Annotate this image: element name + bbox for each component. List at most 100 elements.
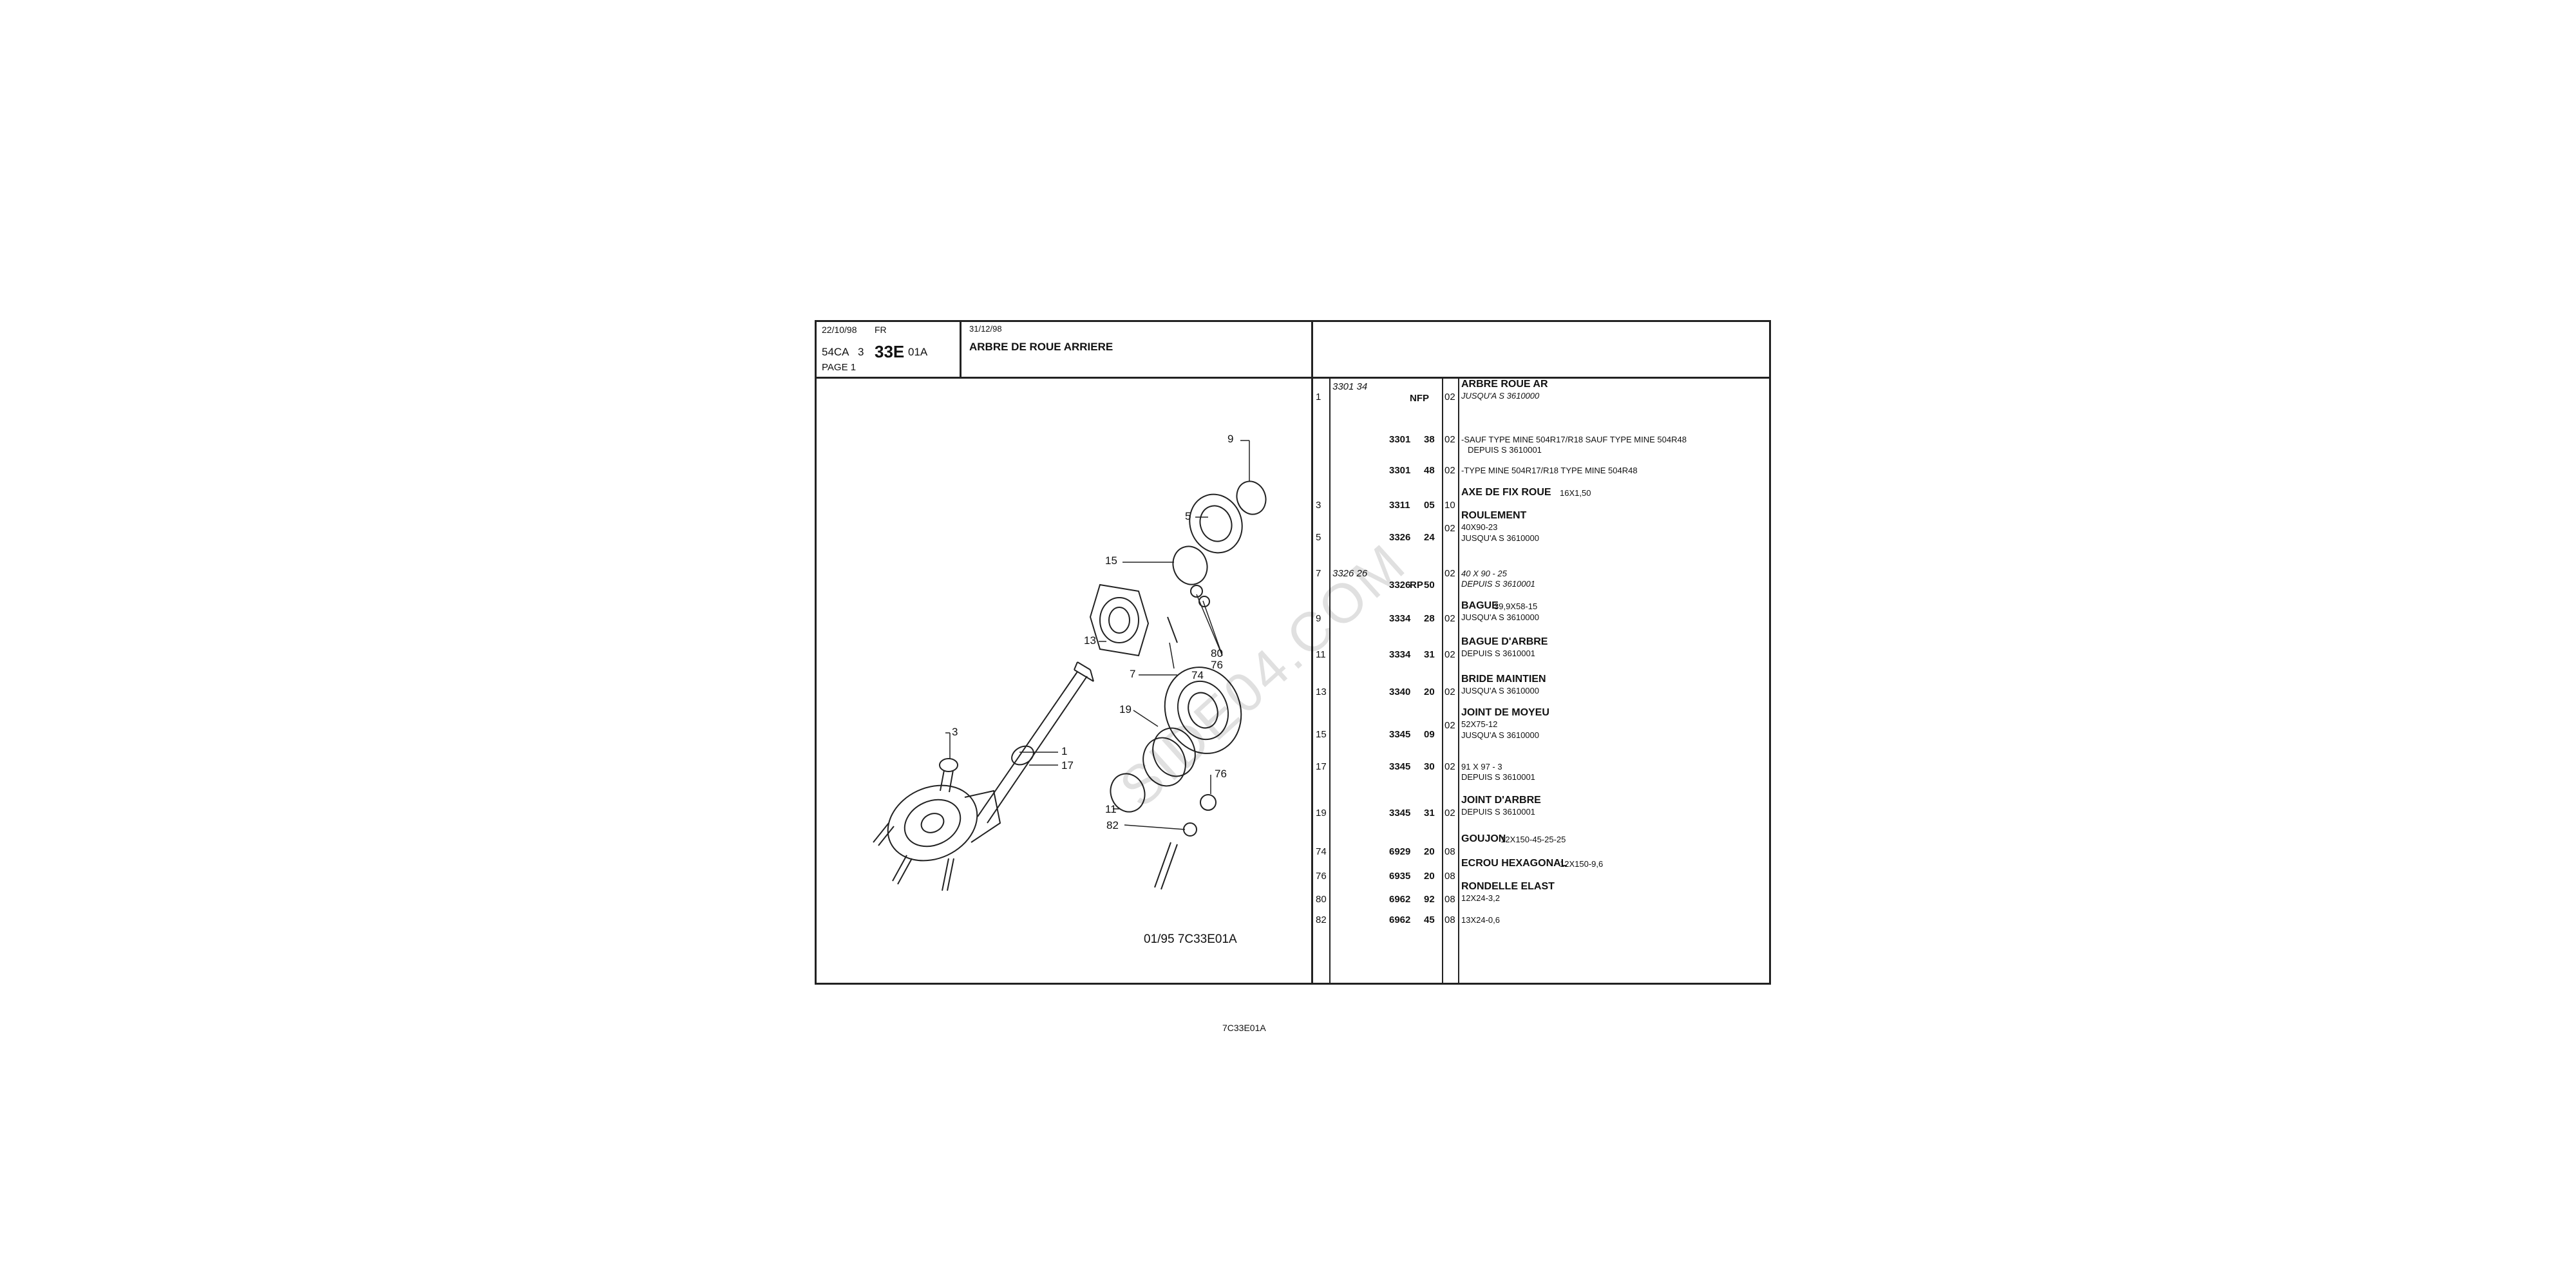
row-index: 11 <box>1316 649 1326 660</box>
row-ref: 6962 <box>1389 914 1411 925</box>
row-description: 40 X 90 - 25 <box>1461 569 1507 578</box>
row-description-spec: 16X1,50 <box>1560 488 1591 498</box>
page-number: PAGE 1 <box>822 362 857 373</box>
row-description: -TYPE MINE 504R17/R18 TYPE MINE 504R48 <box>1461 466 1638 475</box>
row-suffix: 45 <box>1424 914 1435 925</box>
model-code: 54CA <box>822 346 849 358</box>
seal-15 <box>1172 545 1208 585</box>
bearing-7 <box>1164 667 1242 754</box>
row-index: 7 <box>1316 568 1321 579</box>
row-description-spec: 39,9X58-15 <box>1494 601 1538 611</box>
stud-74 <box>1167 616 1178 643</box>
row-qty: 02 <box>1444 687 1455 697</box>
row-description: 91 X 97 - 3 <box>1461 762 1502 772</box>
group-code: 33E <box>875 342 905 361</box>
washer-80 <box>1183 822 1197 837</box>
row-description-title: GOUJON <box>1461 833 1506 844</box>
row-ref: 3345 <box>1389 808 1411 819</box>
row-qty: 02 <box>1444 392 1455 402</box>
drive-shaft <box>977 661 1094 824</box>
row-suffix: 38 <box>1424 434 1435 445</box>
row-qty: 02 <box>1444 434 1455 445</box>
row-description-title: AXE DE FIX ROUE <box>1461 487 1551 498</box>
row-description-spec: 12X150-45-25-25 <box>1501 835 1566 844</box>
ring-11 <box>1110 773 1146 813</box>
parts-catalog-sheet: 22/10/98 FR 54CA 3 33E 01A PAGE 1 31/12/… <box>815 320 1771 1033</box>
row-description-line: 52X75-12 <box>1461 719 1498 729</box>
row-qty: 08 <box>1444 846 1455 857</box>
header-info-box: 22/10/98 FR 54CA 3 33E 01A PAGE 1 <box>817 322 961 379</box>
row-qty: 10 <box>1444 500 1455 511</box>
row-suffix: 28 <box>1424 613 1435 624</box>
nut-76 <box>1200 794 1217 811</box>
row-index: 74 <box>1316 846 1327 857</box>
col-divider-index <box>1329 379 1331 983</box>
row-ref: 3326 <box>1389 580 1411 591</box>
row-description-title: JOINT DE MOYEU <box>1461 707 1549 718</box>
row-description-line: 40X90-23 <box>1461 522 1498 532</box>
col-divider-ref <box>1442 379 1443 983</box>
issue-date: 22/10/98 <box>822 325 857 335</box>
callout-15: 15 <box>1105 554 1117 567</box>
callout-9: 9 <box>1227 433 1234 445</box>
row-ref: 6935 <box>1389 871 1411 882</box>
callout-76: 76 <box>1211 659 1223 671</box>
update-date: 31/12/98 <box>969 324 1002 334</box>
row-qty: 02 <box>1444 761 1455 772</box>
row-description-title: BAGUE D'ARBRE <box>1461 636 1548 647</box>
row-description-title: RONDELLE ELAST <box>1461 881 1555 892</box>
row-index: 5 <box>1316 532 1321 543</box>
ring-9 <box>1236 480 1267 515</box>
callout-19: 19 <box>1119 703 1132 715</box>
wheel-hub <box>873 784 1001 891</box>
row-description-line: DEPUIS S 3610001 <box>1461 579 1535 589</box>
section-number: 3 <box>858 346 864 358</box>
header-right-box <box>1313 322 1769 379</box>
row-description-title: BRIDE MAINTIEN <box>1461 674 1546 685</box>
callout-13: 13 <box>1084 634 1096 647</box>
row-suffix: 20 <box>1424 846 1435 857</box>
row-description-line: 12X24-3,2 <box>1461 893 1500 903</box>
row-index: 19 <box>1316 808 1327 819</box>
row-qty: 02 <box>1444 568 1455 579</box>
row-suffix: 50 <box>1424 580 1435 591</box>
row-index: 17 <box>1316 761 1327 772</box>
row-description-line: JUSQU'A S 3610000 <box>1461 730 1539 740</box>
callout-80: 80 <box>1211 647 1223 659</box>
row-ref: 3345 <box>1389 761 1411 772</box>
callout-82: 82 <box>1106 819 1119 831</box>
row-description-title: ECROU HEXAGONAL <box>1461 858 1567 869</box>
shaft-seal-19 <box>1142 727 1196 787</box>
row-suffix: 31 <box>1424 649 1435 660</box>
drawing-reference: 01/95 7C33E01A <box>1144 933 1237 946</box>
callout-17: 17 <box>1061 759 1074 772</box>
row-suffix: 30 <box>1424 761 1435 772</box>
row-index: 15 <box>1316 729 1327 740</box>
row-description-title: BAGUE <box>1461 600 1499 611</box>
row-description: 13X24-0,6 <box>1461 915 1500 925</box>
row-suffix: 09 <box>1424 729 1435 740</box>
header-title-box: 31/12/98 ARBRE DE ROUE ARRIERE <box>961 322 1313 379</box>
row-qty: 08 <box>1444 914 1455 925</box>
footer-drawing-code: 7C33E01A <box>1222 1023 1266 1033</box>
row-ref: 3340 <box>1389 687 1411 697</box>
row-qty: 02 <box>1444 808 1455 819</box>
row-qty: 02 <box>1444 649 1455 660</box>
callout-3: 3 <box>952 726 958 738</box>
row-index: 9 <box>1316 613 1321 624</box>
row-suffix: 20 <box>1424 687 1435 697</box>
row-description-title: JOINT D'ARBRE <box>1461 795 1541 806</box>
callout-76-lower: 76 <box>1215 768 1227 780</box>
row-description-title: ARBRE ROUE AR <box>1461 379 1548 390</box>
row-suffix: 92 <box>1424 894 1435 905</box>
row-suffix: 24 <box>1424 532 1435 543</box>
callout-leaders <box>945 440 1250 830</box>
row-qty: 02 <box>1444 523 1455 534</box>
row-qty: 08 <box>1444 894 1455 905</box>
row-alt-ref: 3301 34 <box>1332 381 1368 392</box>
row-ref: 3301 <box>1389 434 1411 445</box>
nut-76-upper <box>1190 585 1203 598</box>
row-description-line: JUSQU'A S 3610000 <box>1461 391 1540 401</box>
row-rp-marker: NFP <box>1410 393 1429 404</box>
